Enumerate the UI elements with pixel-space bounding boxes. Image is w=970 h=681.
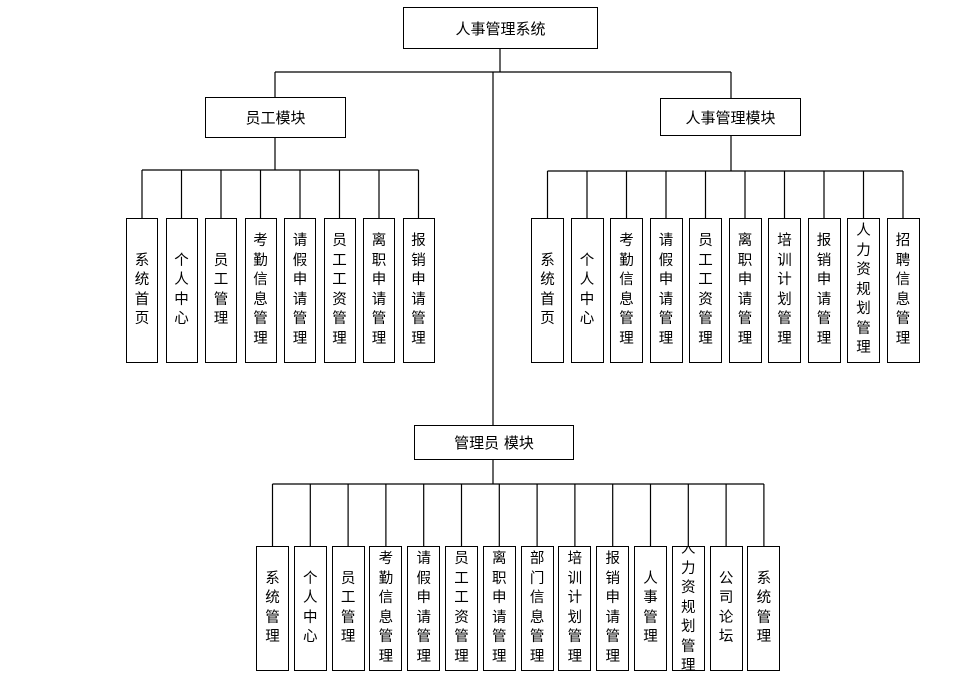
staff-leaf-node: 员工工资管理 bbox=[323, 218, 356, 363]
staff-leaf-node: 考勤信息管理 bbox=[244, 218, 277, 363]
admin-leaf-node: 报销申请管理 bbox=[596, 546, 630, 671]
staff-leaf-node: 请假申请管理 bbox=[284, 218, 316, 363]
admin-leaf-node: 系统管理 bbox=[747, 546, 781, 671]
admin-leaf-node: 离职申请管理 bbox=[482, 546, 516, 671]
staff-leaf-node: 个人中心 bbox=[165, 218, 198, 363]
hr-leaf-node: 人力资规划管理 bbox=[847, 218, 880, 363]
root-node: 人事管理系统 bbox=[403, 7, 598, 49]
hr-leaf-node: 个人中心 bbox=[570, 218, 604, 363]
module-node-hr: 人事管理模块 bbox=[660, 98, 801, 136]
admin-leaf-node: 员工管理 bbox=[331, 546, 365, 671]
module-node-staff: 员工模块 bbox=[205, 97, 346, 138]
module-node-admin: 管理员 模块 bbox=[414, 425, 574, 460]
staff-leaf-node: 系统首页 bbox=[126, 218, 158, 363]
admin-leaf-node: 公司论坛 bbox=[709, 546, 743, 671]
staff-leaf-node: 报销申请管理 bbox=[402, 218, 435, 363]
hr-leaf-node: 报销申请管理 bbox=[807, 218, 841, 363]
admin-leaf-node: 考勤信息管理 bbox=[369, 546, 403, 671]
admin-leaf-node: 个人中心 bbox=[293, 546, 327, 671]
hr-leaf-node: 招聘信息管理 bbox=[886, 218, 920, 363]
staff-leaf-node: 员工管理 bbox=[205, 218, 237, 363]
hr-leaf-node: 离职申请管理 bbox=[728, 218, 762, 363]
hr-leaf-node: 考勤信息管理 bbox=[610, 218, 643, 363]
hr-leaf-node: 培训计划管理 bbox=[768, 218, 801, 363]
admin-leaf-node: 培训计划管理 bbox=[558, 546, 592, 671]
admin-leaf-node: 人事管理 bbox=[634, 546, 667, 671]
hr-leaf-node: 系统首页 bbox=[531, 218, 564, 363]
admin-leaf-node: 系统管理 bbox=[256, 546, 289, 671]
hr-leaf-node: 请假申请管理 bbox=[649, 218, 683, 363]
admin-leaf-node: 人力资规划管理 bbox=[671, 546, 705, 671]
hr-leaf-node: 员工工资管理 bbox=[689, 218, 722, 363]
admin-leaf-node: 部门信息管理 bbox=[520, 546, 554, 671]
admin-leaf-node: 请假申请管理 bbox=[407, 546, 441, 671]
admin-leaf-node: 员工工资管理 bbox=[445, 546, 478, 671]
staff-leaf-node: 离职申请管理 bbox=[363, 218, 395, 363]
